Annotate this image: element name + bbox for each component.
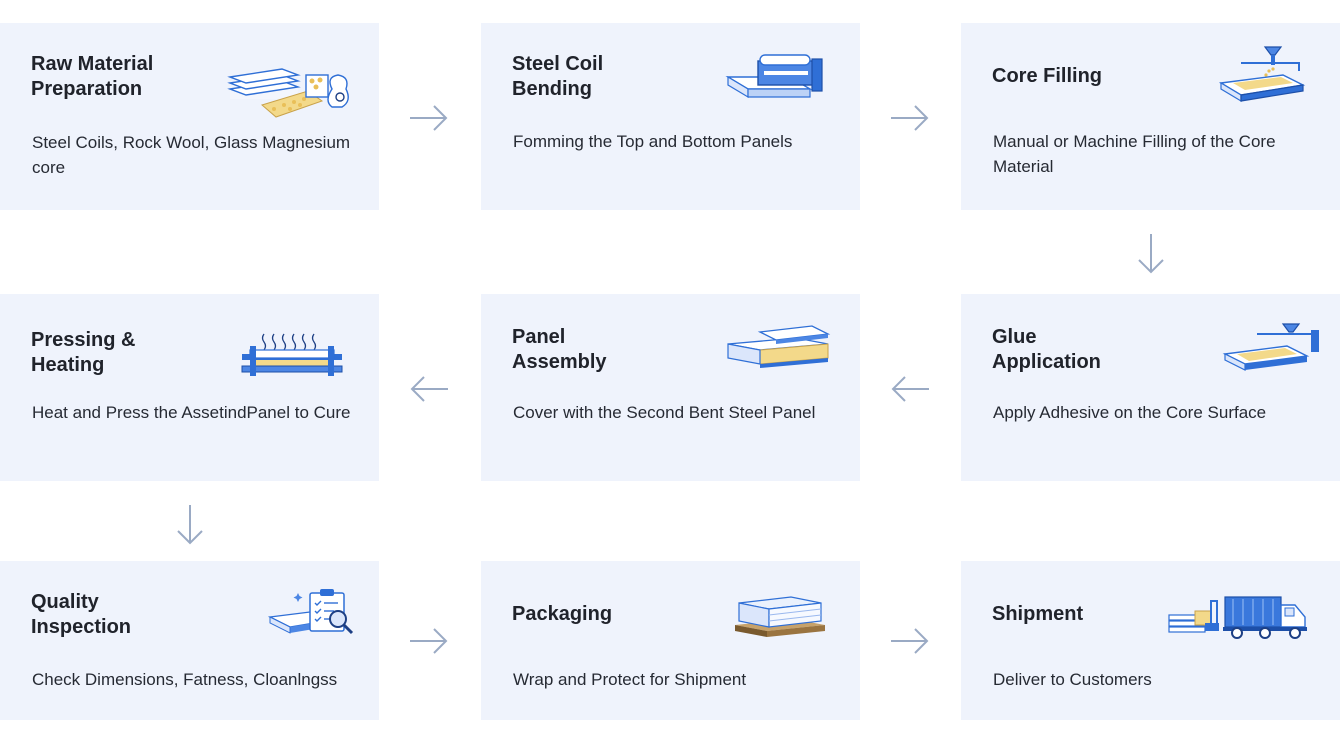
- step-title: Quality Inspection: [31, 591, 132, 638]
- quality-clipboard-icon: [268, 589, 354, 635]
- step-card-steel-coil-bending: Steel Coil Bending Fomming the Top and B…: [481, 23, 860, 210]
- step-description: Manual or Machine Filling of the Core Ma…: [993, 132, 1276, 176]
- step-description: Wrap and Protect for Shipment: [513, 670, 747, 689]
- step-title: Raw Material Preparation: [31, 53, 154, 100]
- step-description: Apply Adhesive on the Core Surface: [993, 403, 1267, 422]
- step-title: Shipment: [992, 603, 1084, 625]
- arrow-right-icon: [891, 105, 929, 131]
- raw-materials-icon: [227, 68, 349, 118]
- step-title: Glue Application: [992, 326, 1101, 373]
- heat-press-icon: [241, 333, 343, 376]
- core-filling-machine-icon: [1218, 46, 1306, 103]
- packaged-panels-icon: [735, 596, 825, 637]
- step-description: Deliver to Customers: [993, 670, 1152, 689]
- step-card-raw-material-preparation: Raw Material Preparation Steel Coils, Ro…: [0, 23, 379, 210]
- step-card-quality-inspection: Quality Inspection Check Dimensions, Fat…: [0, 561, 379, 720]
- arrow-right-icon: [410, 628, 448, 654]
- step-title: Steel Coil Bending: [512, 53, 604, 100]
- step-card-panel-assembly: Panel Assembly Cover with the Second Ben…: [481, 294, 860, 481]
- step-card-pressing-heating: Pressing & Heating Heat and Press the As…: [0, 294, 379, 481]
- step-title: Pressing & Heating: [31, 329, 136, 376]
- step-description: Cover with the Second Bent Steel Panel: [513, 403, 816, 422]
- step-description: Steel Coils, Rock Wool, Glass Magnesium …: [32, 133, 351, 177]
- step-title: Packaging: [512, 603, 613, 625]
- glue-applicator-icon: [1222, 323, 1319, 371]
- step-card-shipment: Shipment Deliver to Customers: [961, 561, 1340, 720]
- step-card-glue-application: Glue Application Apply Adhesive on the C…: [961, 294, 1340, 481]
- step-card-core-filling: Core Filling Manual or Machine Filling o…: [961, 23, 1340, 210]
- arrow-right-icon: [891, 628, 929, 654]
- step-description: Fomming the Top and Bottom Panels: [513, 132, 793, 151]
- step-title: Panel Assembly: [512, 326, 607, 373]
- step-description: Heat and Press the AssetindPanel to Cure: [32, 403, 351, 422]
- arrow-down-icon: [1138, 234, 1164, 274]
- arrow-left-icon: [891, 376, 929, 402]
- step-description: Check Dimensions, Fatness, Cloanlngss: [32, 670, 338, 689]
- arrow-down-icon: [177, 505, 203, 545]
- arrow-left-icon: [410, 376, 448, 402]
- panel-assembly-icon: [727, 325, 831, 368]
- step-card-packaging: Packaging Wrap and Protect for Shipment: [481, 561, 860, 720]
- coil-bending-machine-icon: [725, 54, 823, 99]
- arrow-right-icon: [410, 105, 448, 131]
- step-title: Core Filling: [992, 65, 1102, 87]
- delivery-truck-icon: [1168, 596, 1307, 639]
